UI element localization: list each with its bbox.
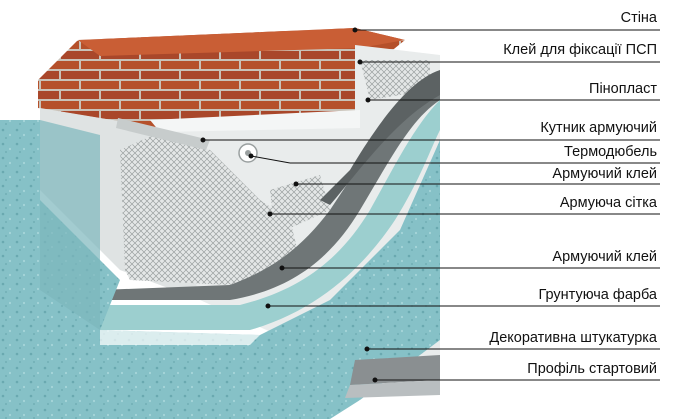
leader-shtukaturka [364, 346, 660, 352]
brick-wall [38, 28, 405, 128]
leader-sitka [267, 211, 660, 217]
primer-paint [100, 100, 440, 330]
corner-bead [116, 118, 210, 150]
label-starter-profile: Профіль стартовий [527, 361, 657, 377]
label-reinforcing-adhesive-2: Армуючий клей [552, 249, 657, 265]
reinforcing-adhesive [100, 70, 440, 300]
label-foam: Пінопласт [589, 81, 657, 97]
label-corner-bead: Кутник армуючий [540, 120, 657, 136]
thermal-dowel [238, 143, 258, 163]
leader-lines [200, 27, 660, 383]
leader-armuyuchyi-klei-1 [293, 181, 660, 187]
leader-kutnyk [200, 137, 660, 143]
leader-armuyuchyi-klei-2 [279, 265, 660, 271]
label-reinforcing-adhesive-1: Армуючий клей [552, 166, 657, 182]
label-reinforcing-mesh: Армуюча сітка [559, 195, 657, 211]
leader-profil [372, 377, 660, 383]
leader-stina [352, 27, 660, 33]
label-decorative-plaster: Декоративна штукатурка [489, 330, 657, 346]
leader-klei [357, 59, 660, 65]
label-thermal-dowel: Термодюбель [564, 144, 657, 160]
label-primer-paint: Грунтуюча фарба [538, 287, 657, 303]
label-adhesive-fixing: Клей для фіксації ПСП [503, 42, 657, 58]
label-wall: Стіна [620, 10, 657, 26]
starter-profile [345, 355, 440, 398]
decorative-plaster [0, 120, 440, 419]
leader-termodyubel [248, 153, 660, 164]
leader-pinoplast [365, 97, 660, 103]
leader-fraba [265, 303, 660, 309]
